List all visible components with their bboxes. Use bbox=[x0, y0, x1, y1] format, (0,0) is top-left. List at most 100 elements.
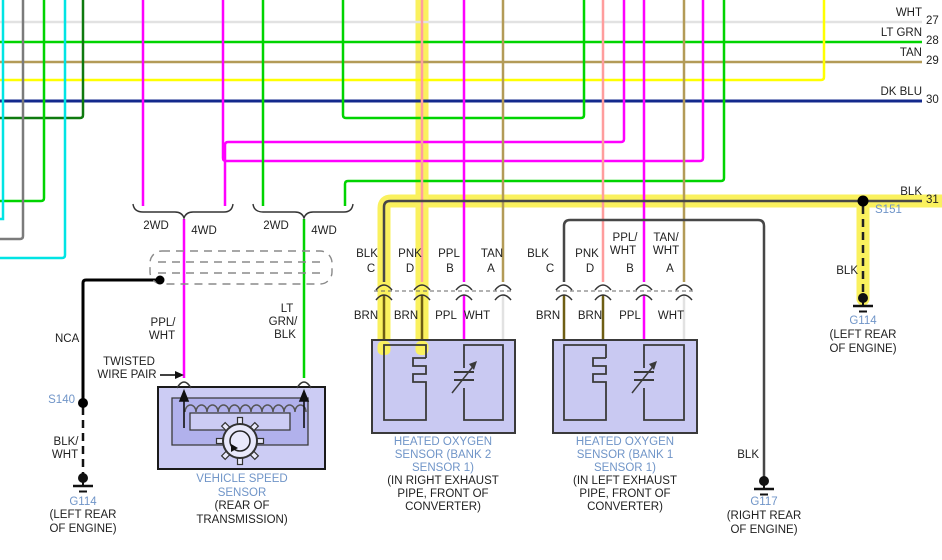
variable-arrow-head bbox=[469, 361, 477, 370]
s1-pin-c: C bbox=[366, 263, 376, 275]
vss-connector-bumps bbox=[176, 381, 312, 389]
vss-coil-icon bbox=[184, 404, 307, 413]
ground-icon-g114-right bbox=[853, 293, 873, 313]
twisted-pair-pointer-arrow bbox=[160, 371, 184, 379]
ground-g114-left-loc-2: OF ENGINE) bbox=[49, 523, 117, 535]
vss-title-1: VEHICLE SPEED bbox=[196, 473, 288, 485]
sense-circuit-s1 bbox=[463, 344, 504, 421]
variable-arrow-icon bbox=[451, 363, 476, 394]
vss-wire-ppl-label-2: WHT bbox=[148, 330, 176, 342]
s1-pin-b: B bbox=[446, 263, 454, 275]
s2-pin-d-color: PNK bbox=[575, 248, 599, 260]
vss-gear-icon bbox=[215, 416, 265, 466]
s2-title-2: SENSOR (BANK 1 bbox=[576, 449, 674, 461]
wire-ppl-4wd bbox=[223, 0, 626, 206]
vss-component bbox=[157, 381, 326, 470]
s2-title-3: SENSOR 1) bbox=[594, 462, 656, 474]
s1-lower-d: BRN bbox=[393, 310, 419, 322]
circuit-29-number: 29 bbox=[926, 55, 939, 67]
ground-icon-g114-left bbox=[73, 473, 93, 493]
ground-g117-label: G117 bbox=[750, 496, 778, 508]
sensor1-connector bbox=[374, 284, 512, 301]
s2-pin-c: C bbox=[545, 263, 555, 275]
s1-lower-a: WHT bbox=[463, 310, 491, 322]
s1-pin-d-color: PNK bbox=[398, 248, 422, 260]
s2-pin-a: A bbox=[666, 263, 674, 275]
heater-circuit-s2 bbox=[563, 344, 607, 421]
blkwht-wire-label-1: BLK/ bbox=[53, 436, 79, 448]
ho2s-bank1-box bbox=[552, 339, 698, 434]
s2-pin-b-color-2: WHT bbox=[609, 245, 637, 257]
brace-vss-ppl bbox=[132, 203, 234, 221]
circuit-29-label: TAN bbox=[899, 47, 922, 59]
ground-g114-right-loc-2: OF ENGINE) bbox=[829, 343, 897, 355]
heater-element-icon bbox=[412, 357, 427, 390]
ho2s-bank2-component bbox=[371, 339, 516, 434]
wire-blk-circuit31 bbox=[382, 199, 922, 282]
sense-element-icon bbox=[454, 371, 474, 381]
s2-pin-d: D bbox=[585, 263, 595, 275]
nca-label: NCA bbox=[55, 333, 80, 345]
drive-option-2wd-1: 2WD bbox=[143, 220, 169, 232]
s1-title-2: SENSOR (BANK 2 bbox=[394, 449, 492, 461]
ground-g117-loc-2: OF ENGINE) bbox=[730, 524, 798, 536]
sensor-pigtail-wires bbox=[382, 295, 686, 342]
s2-pin-b: B bbox=[626, 263, 634, 275]
drive-option-4wd-1: 4WD bbox=[191, 225, 217, 237]
brace-vss-grn bbox=[252, 203, 354, 221]
ground-g114-right-label: G114 bbox=[849, 315, 877, 327]
s1-pin-d: D bbox=[405, 263, 415, 275]
circuit-28-number: 28 bbox=[926, 35, 939, 47]
circuit-30-label: DK BLU bbox=[880, 86, 922, 98]
wire-grn-4wd bbox=[343, 0, 726, 206]
circuit-31-label: BLK bbox=[900, 186, 922, 198]
s2-lower-a: WHT bbox=[657, 310, 685, 322]
wire-blk-s2-g117 bbox=[562, 218, 766, 478]
splice-s151-label: S151 bbox=[875, 204, 902, 216]
circuit-30-number: 30 bbox=[926, 94, 939, 106]
vss-wire-grn-label-3: BLK bbox=[274, 329, 296, 341]
nca-wire-group bbox=[81, 206, 865, 474]
vss-subtitle-2: TRANSMISSION) bbox=[196, 514, 288, 526]
s2-lower-d: BRN bbox=[577, 310, 603, 322]
wire-grn-left-exit bbox=[0, 0, 46, 203]
circuit-28-label: LT GRN bbox=[880, 27, 922, 39]
vss-wire-ppl-label-1: PPL/ bbox=[150, 317, 176, 329]
ground-g114-right-loc-1: (LEFT REAR bbox=[829, 329, 897, 341]
sense-circuit-s2 bbox=[643, 344, 685, 421]
circuit-27-number: 27 bbox=[926, 15, 939, 27]
vss-wire-grn-label-1: LT bbox=[280, 303, 294, 315]
trace-highlight-bands bbox=[377, 0, 942, 353]
vss-subtitle-1: (REAR OF bbox=[214, 500, 270, 512]
twisted-pair-label-1: TWISTED bbox=[103, 356, 155, 368]
ho2s-bank2-box bbox=[371, 339, 516, 434]
black-wires bbox=[382, 199, 922, 478]
s1-pin-a: A bbox=[487, 263, 495, 275]
junctions-and-grounds bbox=[73, 195, 873, 496]
s151-wire-label: BLK bbox=[836, 265, 858, 277]
vss-wire-grn-label-2: GRN/ bbox=[268, 316, 298, 328]
wire-cyan-left-exit-2 bbox=[0, 0, 67, 260]
s2-pin-b-color-1: PPL/ bbox=[612, 232, 638, 244]
s1-subtitle-2: PIPE, FRONT OF bbox=[397, 488, 489, 500]
heater-element-icon-2 bbox=[592, 357, 607, 390]
variable-arrow-icon-2 bbox=[631, 363, 656, 394]
circuit-27-label: WHT bbox=[895, 7, 922, 19]
g117-wire-label: BLK bbox=[737, 449, 759, 461]
s1-subtitle-3: CONVERTER) bbox=[405, 501, 481, 513]
vss-title-2: SENSOR bbox=[217, 487, 267, 499]
wire-yellow bbox=[0, 0, 826, 82]
s1-pin-a-color: TAN bbox=[480, 248, 504, 260]
s1-pin-c-color: BLK bbox=[356, 248, 378, 260]
s2-title-1: HEATED OXYGEN bbox=[575, 436, 675, 448]
ground-g114-left-loc-1: (LEFT REAR bbox=[49, 509, 117, 521]
s1-subtitle-1: (IN RIGHT EXHAUST bbox=[387, 475, 499, 487]
drive-option-2wd-2: 2WD bbox=[263, 220, 289, 232]
wire-gray-left-exit bbox=[0, 0, 25, 241]
rotation-arrow-icon bbox=[231, 444, 238, 452]
ground-g117-loc-1: (RIGHT REAR bbox=[726, 510, 802, 522]
s1-lower-b: PPL bbox=[435, 310, 457, 322]
twisted-junction-dot bbox=[155, 275, 165, 285]
s2-pin-a-color-1: TAN/ bbox=[653, 232, 679, 244]
